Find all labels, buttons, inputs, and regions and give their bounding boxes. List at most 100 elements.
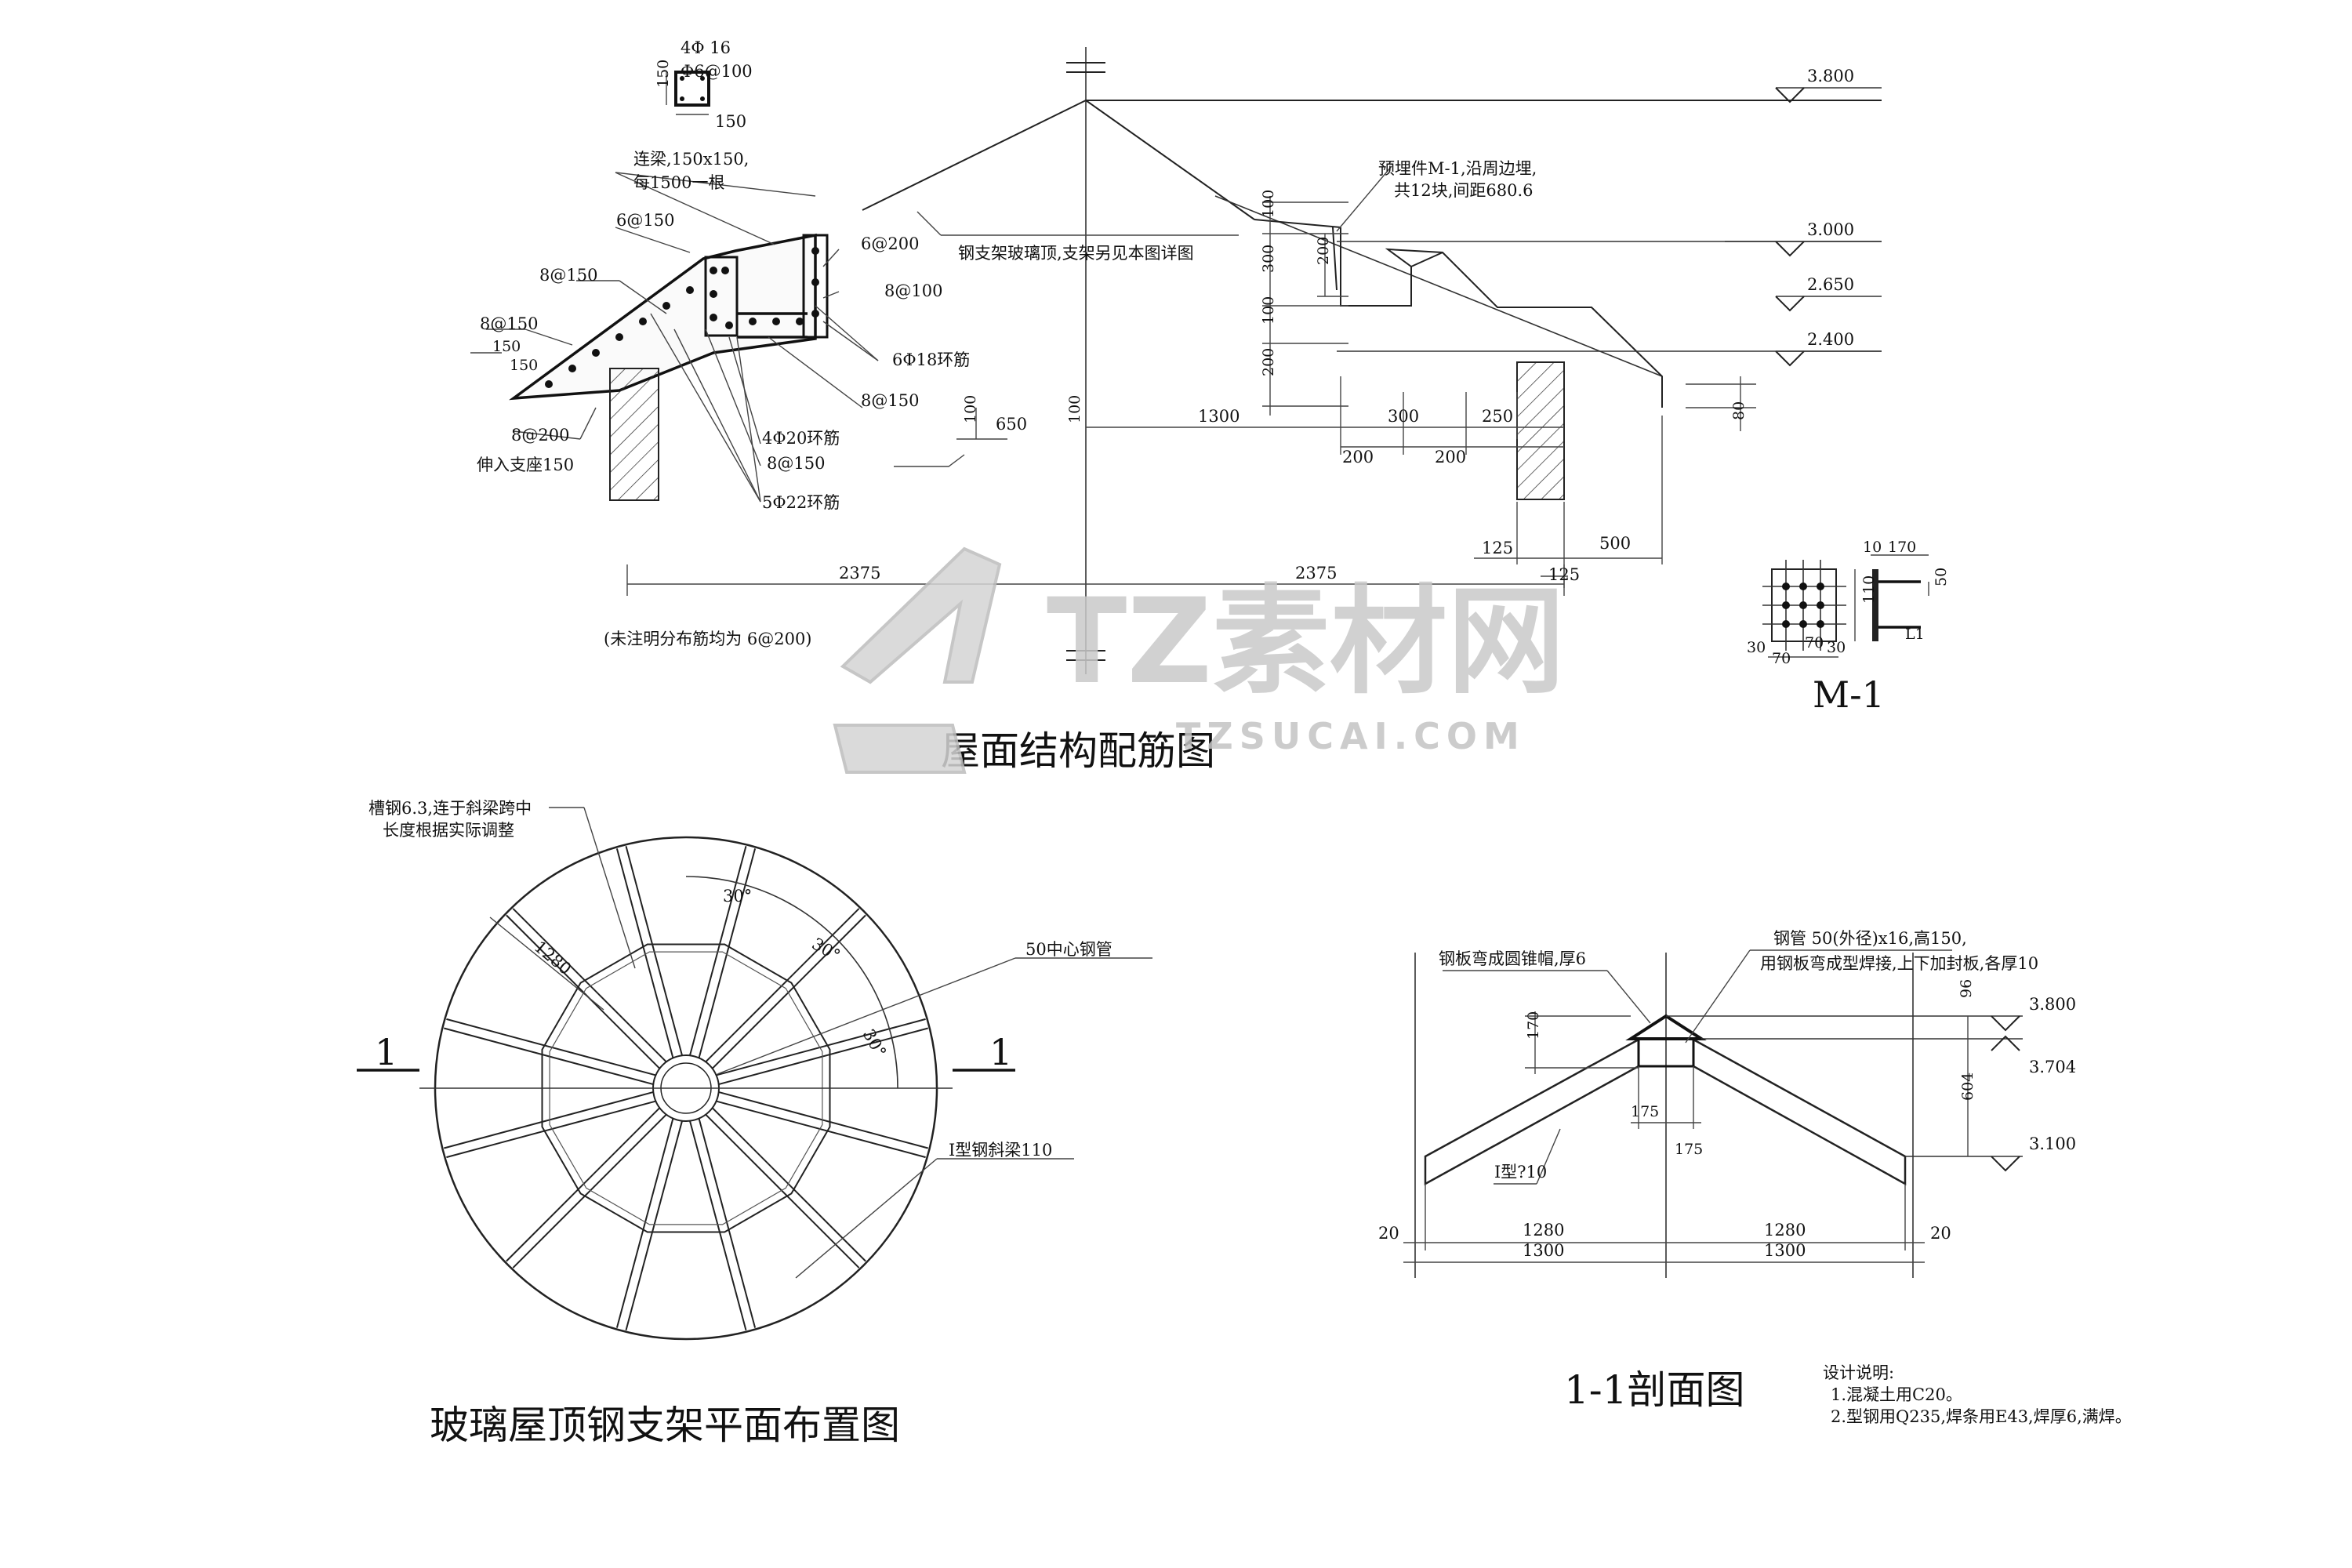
design-note-2: 2.型钢用Q235,焊条用E43,焊厚6,满焊。 — [1831, 1407, 2132, 1426]
radial-beam — [625, 1120, 683, 1330]
radial-beam — [512, 1114, 667, 1269]
watermark-logo-icon — [833, 546, 1002, 774]
dim-200c: 200 — [1342, 448, 1374, 466]
radial-beam — [712, 1107, 866, 1262]
roof-labels: 4Φ 16 Φ6@100 150 150 连梁,150x150, 每1500一根… — [477, 38, 1854, 648]
embed-note-1: 预埋件M-1,沿周边埋, — [1378, 159, 1537, 178]
dim-500: 500 — [1599, 534, 1631, 553]
angle-30-3: 30° — [859, 1026, 890, 1061]
design-notes: 设计说明: 1.混凝土用C20。 2.型钢用Q235,焊条用E43,焊厚6,满焊… — [1823, 1363, 2132, 1426]
radial-beam — [444, 1091, 654, 1149]
dim-2375a: 2375 — [839, 564, 880, 583]
rebar-6-150: 6@150 — [616, 211, 674, 230]
radial-beam — [698, 848, 757, 1058]
section-1-1: 钢板弯成圆锥帽,厚6 钢管 50(外径)x16,高150, 用钢板弯成型焊接,上… — [1378, 929, 2076, 1413]
rebar-small-150b: 150 — [510, 357, 538, 374]
rebar-8-100: 8@100 — [884, 281, 942, 300]
rebar-small-150a: 150 — [492, 338, 521, 355]
design-title: 设计说明: — [1823, 1363, 1894, 1382]
sec-elev-3800: 3.800 — [2029, 995, 2076, 1014]
col-height-label: 150 — [655, 60, 672, 88]
dim-250: 250 — [1482, 407, 1513, 426]
elev-2400: 2.400 — [1807, 330, 1854, 349]
dim-300b: 300 — [1388, 407, 1419, 426]
dim-100c: 100 — [962, 395, 979, 423]
m1-dim-70a: 70 — [1772, 650, 1791, 667]
channel-ring — [541, 943, 831, 1233]
rebar-6-200: 6@200 — [861, 234, 919, 253]
radial-beam — [512, 908, 667, 1062]
sec-dim-96: 96 — [1958, 979, 1975, 998]
rebar-5-22: 5Φ22环筋 — [762, 493, 840, 512]
radial-beam — [506, 914, 660, 1069]
dim-1300: 1300 — [1198, 407, 1240, 426]
glass-note: 钢支架玻璃顶,支架另见本图详图 — [958, 244, 1194, 263]
dim-200b: 200 — [1260, 348, 1277, 376]
rebar-support: 伸入支座150 — [477, 456, 574, 474]
glass-roof-plan: 槽钢6.3,连于斜梁跨中 长度根据实际调整 1280 30° 30° 30° 5… — [357, 799, 1152, 1448]
bar-top-label: 4Φ 16 — [681, 38, 731, 57]
radial-beam — [615, 1118, 674, 1328]
embed-note-2: 共12块,间距680.6 — [1394, 181, 1534, 200]
roof-structure-detail: 4Φ 16 Φ6@100 150 150 连梁,150x150, 每1500一根… — [470, 38, 1882, 774]
radial-beam — [705, 1114, 860, 1269]
watermark-subtext: TZSUCAI.COM — [1176, 715, 1526, 757]
elevation-marks — [1337, 87, 1882, 367]
m1-dim-170: 170 — [1888, 539, 1916, 556]
sec-dim-1300a: 1300 — [1523, 1241, 1564, 1260]
m1-dim-70b: 70 — [1805, 634, 1824, 652]
radial-beam — [718, 1027, 928, 1085]
m1-dim-30b: 30 — [1827, 639, 1846, 656]
sec-dim-1300b: 1300 — [1764, 1241, 1806, 1260]
plan-title: 玻璃屋顶钢支架平面布置图 — [430, 1403, 900, 1448]
pipe-note-2: 用钢板弯成型焊接,上下加封板,各厚10 — [1760, 954, 2038, 973]
rebar-dots — [545, 247, 819, 388]
radial-beam — [446, 1018, 656, 1076]
sec-dim-20a: 20 — [1378, 1224, 1399, 1243]
m1-title: M-1 — [1813, 673, 1885, 716]
sec-dim-1280a: 1280 — [1523, 1221, 1564, 1240]
section-title: 1-1剖面图 — [1564, 1367, 1745, 1413]
radial-beam — [615, 848, 674, 1058]
sec-dim-604: 604 — [1959, 1073, 1976, 1101]
radial-beam — [716, 1018, 926, 1076]
radial-beam — [689, 846, 747, 1056]
radial-beams — [444, 846, 928, 1330]
sec-dim-170: 170 — [1525, 1011, 1542, 1040]
dimension-lines — [626, 196, 1756, 596]
radial-beam — [625, 846, 683, 1056]
rebar-8-150b: 8@150 — [480, 314, 538, 333]
sec-dim-175b: 175 — [1675, 1141, 1703, 1158]
radial-beam — [446, 1100, 656, 1159]
watermark-text: TZ素材网 — [1047, 574, 1565, 710]
m1-dim-30a: 30 — [1747, 639, 1766, 656]
beam-label-1: 连梁,150x150, — [633, 150, 749, 169]
sec-dim-175a: 175 — [1631, 1103, 1659, 1120]
radial-beam — [506, 1107, 660, 1262]
dim-100b: 100 — [1260, 296, 1277, 325]
dim-80: 80 — [1730, 401, 1748, 420]
pipe-note-1: 钢管 50(外径)x16,高150, — [1773, 929, 1967, 948]
rebar-4-20: 4Φ20环筋 — [762, 429, 840, 448]
dim-2375b: 2375 — [1295, 564, 1337, 583]
rebar-8-150c: 8@150 — [861, 391, 919, 410]
radial-beam — [718, 1091, 928, 1149]
sec-elev-3704: 3.704 — [2029, 1058, 2076, 1076]
m1-dim-l1: L1 — [1905, 626, 1925, 643]
rebar-8-150a: 8@150 — [539, 266, 597, 285]
channel-note-2: 长度根据实际调整 — [383, 821, 514, 840]
distribution-note: (未注明分布筋均为 6@200) — [604, 630, 812, 648]
dim-200d: 200 — [1435, 448, 1466, 466]
channel-note-1: 槽钢6.3,连于斜梁跨中 — [368, 799, 532, 818]
design-note-1: 1.混凝土用C20。 — [1831, 1385, 1962, 1404]
watermark: TZ素材网 TZSUCAI.COM — [833, 546, 1565, 774]
stirrup-top-label: Φ6@100 — [681, 62, 753, 81]
dim-650: 650 — [996, 415, 1027, 434]
roof-title: 屋面结构配筋图 — [941, 728, 1215, 774]
radial-beam — [716, 1100, 926, 1159]
sec-ibeam-label: I型?10 — [1494, 1163, 1547, 1181]
sec-dim-20b: 20 — [1930, 1224, 1951, 1243]
cone-note: 钢板弯成圆锥帽,厚6 — [1439, 949, 1586, 968]
ibeam-note: I型钢斜梁110 — [949, 1141, 1052, 1160]
